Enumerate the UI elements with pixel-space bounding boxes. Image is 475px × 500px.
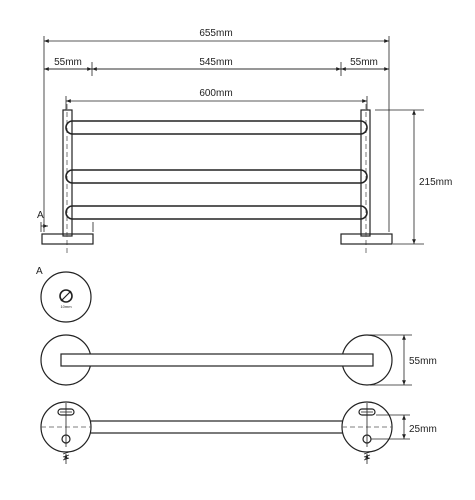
front-view: 655mm 55mm 545mm 55mm 600mm A <box>37 28 452 256</box>
bottom-bar <box>79 420 355 434</box>
rail-middle <box>65 169 368 184</box>
detail-plate-circle <box>40 271 92 323</box>
post-right <box>360 109 371 237</box>
dim-label-depth: 55mm <box>409 356 437 367</box>
dim-label-inner-span: 545mm <box>199 57 232 68</box>
detail-callout-label: A <box>36 266 43 277</box>
detail-hole-size: 10mm <box>60 304 72 309</box>
bottom-right-screw-thread <box>363 451 371 461</box>
detail-hole-circle <box>59 289 73 303</box>
wall-plate-left <box>41 233 94 245</box>
post-left <box>62 109 73 237</box>
top-view: 55mm <box>40 334 437 386</box>
rail-top <box>65 120 368 135</box>
section-marker: A <box>37 210 44 221</box>
dim-label-hole-spacing: 25mm <box>409 424 437 435</box>
dim-label-bar-length: 600mm <box>199 88 232 99</box>
top-bar <box>60 353 374 367</box>
detail-a: A 10mm <box>36 266 92 323</box>
wall-plate-right <box>340 233 393 245</box>
dim-label-right-offset: 55mm <box>350 57 378 68</box>
bottom-left-screw-thread <box>62 451 70 461</box>
detail-hole-slash <box>60 290 72 302</box>
dim-label-left-offset: 55mm <box>54 57 82 68</box>
bottom-view: 25mm <box>40 401 437 464</box>
dim-label-height: 215mm <box>419 177 452 188</box>
dim-label-overall-width: 655mm <box>199 28 232 39</box>
rail-bottom <box>65 205 368 220</box>
